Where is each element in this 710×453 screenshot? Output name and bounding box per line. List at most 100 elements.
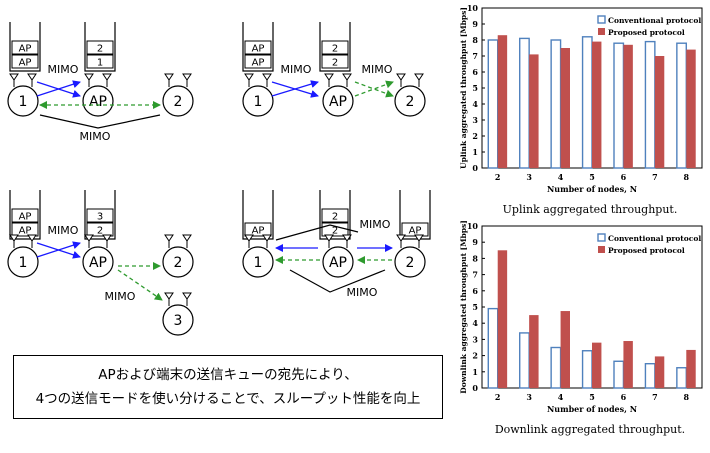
- bar-proposed: [686, 49, 696, 168]
- antenna-icon: [27, 73, 37, 81]
- bar-conventional: [519, 332, 530, 389]
- queue-cell-label: AP: [252, 44, 265, 55]
- legend-label: Proposed protocol: [608, 28, 685, 37]
- queue-frame: [84, 190, 116, 240]
- queue-node2-panel4: AP: [399, 190, 431, 240]
- antenna-icon: [164, 292, 174, 300]
- node-3-panel3: 3: [162, 292, 194, 336]
- queue-node1-panel4: AP: [242, 190, 274, 240]
- node-label: AP: [329, 94, 347, 110]
- queue-cell: [244, 40, 272, 55]
- queue-node-panel3: 32: [84, 190, 116, 240]
- antenna-icon: [396, 234, 406, 242]
- y-tick-label: 10: [467, 221, 479, 231]
- queue-frame: [399, 190, 431, 240]
- y-tick-label: 3: [472, 334, 478, 344]
- antenna-icon: [414, 234, 424, 242]
- bar-conventional: [644, 363, 656, 389]
- queue-cell: [11, 40, 39, 55]
- antenna-icon: [244, 73, 254, 81]
- node-label: 2: [174, 255, 183, 271]
- y-tick-label: 4: [472, 318, 478, 328]
- summary-caption-line-1: APおよび端末の送信キューの宛先により、: [98, 367, 358, 383]
- legend-swatch-proposed: [598, 28, 605, 35]
- x-tick-label: 2: [495, 172, 501, 182]
- node-1-panel2: 1: [242, 73, 274, 117]
- bar-proposed: [686, 349, 696, 388]
- y-tick-label: 2: [472, 351, 478, 361]
- queue-frame: [319, 190, 351, 240]
- node-circle: [7, 85, 39, 117]
- bar-proposed: [654, 56, 665, 168]
- downlink-chart-caption: Downlink aggregated throughput.: [494, 423, 686, 436]
- node-label: 3: [174, 313, 183, 329]
- downlink-arrow: [354, 81, 394, 98]
- mimo-bracket: [275, 224, 359, 241]
- queue-node-panel1: 21: [84, 22, 116, 72]
- mimo-label: MIMO: [362, 63, 393, 76]
- x-tick-label: 7: [652, 392, 658, 402]
- y-tick-label: 8: [472, 253, 478, 263]
- bar-proposed: [560, 311, 570, 388]
- queue-cell: [11, 54, 39, 69]
- node-label: 2: [174, 94, 183, 110]
- legend-swatch-conventional: [597, 15, 606, 24]
- antenna-icon: [164, 234, 174, 242]
- node-circle: [322, 246, 354, 278]
- node-label: 1: [19, 255, 28, 271]
- bar-conventional: [581, 350, 593, 389]
- queue-cell-label: 2: [332, 212, 338, 223]
- antenna-icon: [244, 234, 254, 242]
- antenna-icon: [84, 73, 94, 81]
- mimo-label: MIMO: [48, 224, 79, 237]
- queue-frame: [9, 190, 41, 240]
- queue-cell: [86, 222, 114, 237]
- queue-cell-label: 3: [97, 212, 103, 223]
- queue-cell: [86, 208, 114, 223]
- node-circle: [242, 85, 274, 117]
- antenna-icon: [84, 234, 94, 242]
- bar-proposed: [654, 356, 665, 388]
- y-tick-label: 2: [472, 131, 478, 141]
- antenna-icon: [262, 234, 272, 242]
- queue-cell: [401, 222, 429, 237]
- queue-cell-label: AP: [19, 58, 32, 69]
- y-tick-label: 6: [472, 286, 478, 296]
- queue-cell: [86, 54, 114, 69]
- x-tick-label: 4: [558, 172, 564, 182]
- x-tick-label: 8: [683, 392, 689, 402]
- node-2-panel3: 2: [162, 234, 194, 278]
- node-circle: [162, 304, 194, 336]
- antenna-icon: [396, 73, 406, 81]
- node-label: AP: [329, 255, 347, 271]
- legend-swatch-conventional: [597, 233, 606, 242]
- bar-conventional: [550, 39, 562, 169]
- node-label: 2: [406, 255, 415, 271]
- antenna-icon: [324, 73, 334, 81]
- bar-conventional: [487, 307, 499, 389]
- x-tick-label: 4: [558, 392, 564, 402]
- bar-conventional: [676, 367, 687, 389]
- antenna-icon: [342, 234, 352, 242]
- queue-cell-label: AP: [252, 226, 265, 237]
- queue-frame: [319, 22, 351, 72]
- downlink-arrow: [354, 80, 394, 97]
- uplink-arrow: [36, 241, 81, 258]
- antenna-icon: [102, 73, 112, 81]
- node-ap-panel1: AP: [82, 73, 114, 117]
- bar-conventional: [676, 42, 687, 169]
- node-circle: [322, 85, 354, 117]
- queue-cell-label: AP: [409, 226, 422, 237]
- queue-ap-panel2: AP AP: [242, 22, 274, 72]
- queue-cell-label: AP: [252, 58, 265, 69]
- x-tick-label: 3: [526, 172, 532, 182]
- legend-label: Proposed protocol: [608, 246, 685, 255]
- antenna-icon: [182, 234, 192, 242]
- y-tick-label: 0: [472, 163, 478, 173]
- antenna-icon: [9, 234, 19, 242]
- mimo-bracket: [39, 114, 161, 129]
- bar-conventional: [519, 37, 530, 169]
